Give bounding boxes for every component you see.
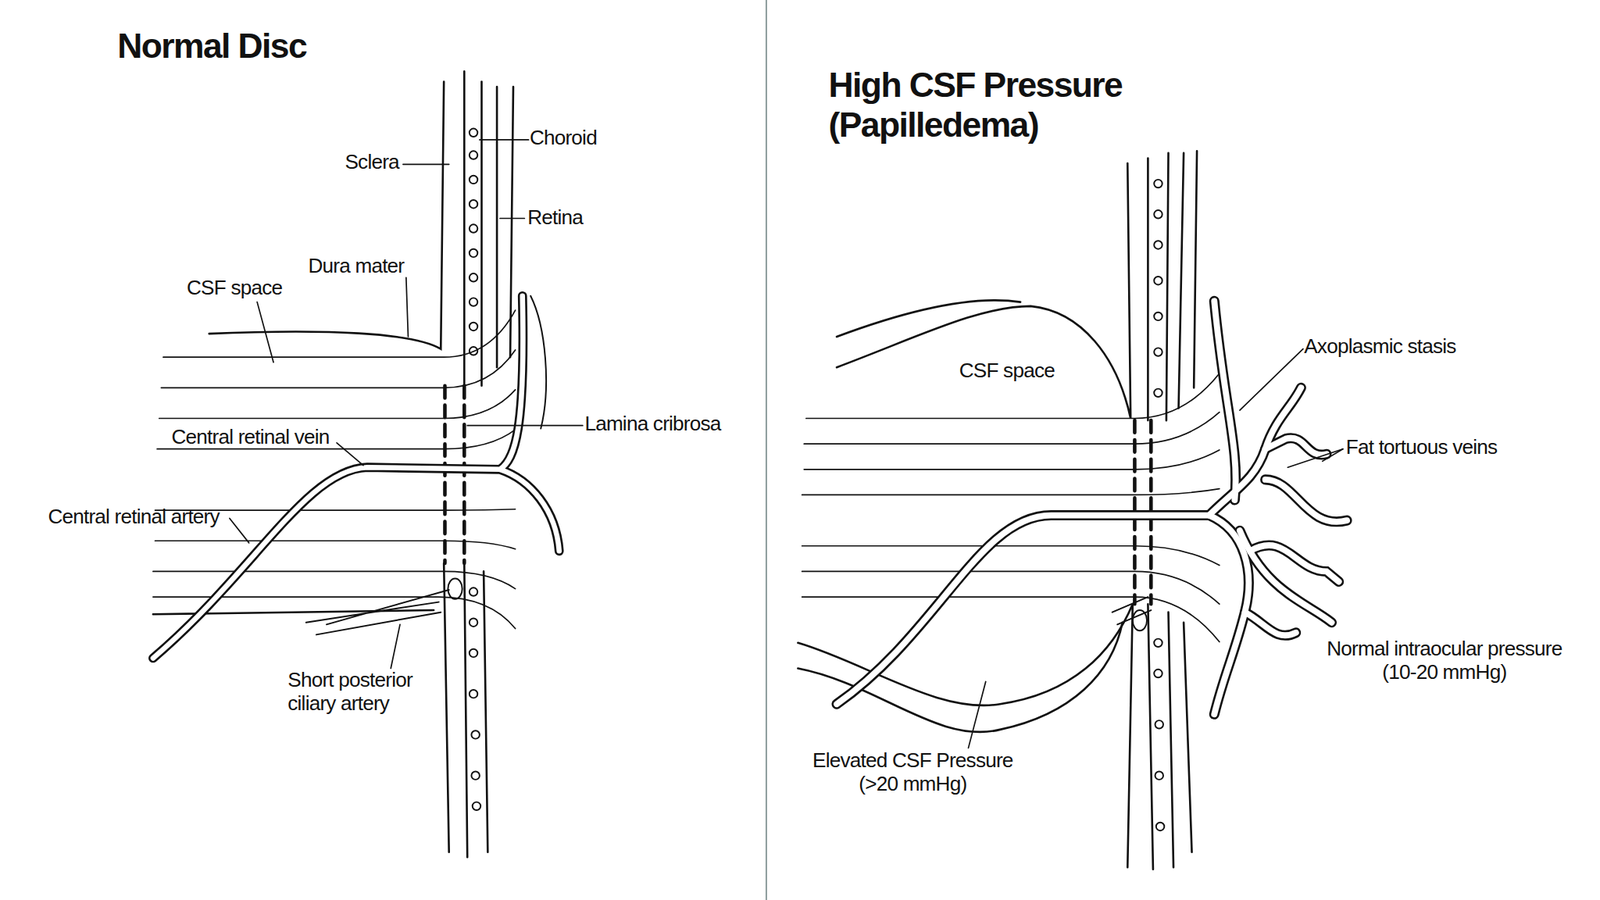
part-label: Lamina cribrosa — [584, 412, 748, 436]
sclera-inner-lower — [1147, 603, 1154, 870]
tortuous-vessels — [836, 300, 1347, 715]
sclera-inner — [463, 71, 466, 386]
part-label: Short posterior ciliary artery — [287, 668, 431, 716]
choroid-vessels — [1153, 179, 1165, 831]
sclera-inner-lower — [464, 563, 468, 858]
lamina-cribrosa — [444, 385, 465, 564]
part-label: Sclera — [344, 150, 426, 174]
central-vessels — [153, 296, 560, 659]
part-label: Retina — [527, 206, 620, 230]
part-label: Axoplasmic stasis — [1303, 334, 1478, 358]
retina-line — [1193, 150, 1197, 388]
panel-title: Normal Disc — [117, 26, 383, 67]
dura-bulging-lower — [797, 603, 1133, 868]
choroid-inner — [480, 81, 483, 386]
sclera-outer-lower — [443, 563, 450, 853]
part-label: Choroid — [529, 126, 633, 150]
dura-bulging-upper — [836, 163, 1131, 419]
dura-sclera-outer — [209, 81, 444, 349]
part-label: Dura mater — [307, 253, 441, 278]
part-label: Central retinal vein — [171, 425, 365, 450]
part-label: Normal intraocular pressure (10-20 mmHg) — [1314, 636, 1575, 684]
sclera-inner — [1146, 157, 1150, 421]
part-label: Central retinal artery — [47, 505, 252, 529]
nerve-fibers — [802, 373, 1220, 643]
choroid-inner — [1166, 153, 1169, 421]
panel-title: High CSF Pressure (Papilledema) — [828, 65, 1136, 146]
part-label: CSF space — [186, 276, 310, 300]
part-label: Elevated CSF Pressure (>20 mmHg) — [797, 749, 1028, 797]
choroid-inner-lower — [1168, 612, 1175, 868]
part-label: CSF space — [959, 359, 1083, 383]
retina-line — [496, 86, 499, 368]
choroid-inner-lower — [483, 571, 488, 852]
leader-lines — [968, 349, 1343, 749]
nerve-sheath-lower — [797, 622, 1122, 733]
dura-outer — [836, 300, 1021, 337]
retina-lower — [1183, 622, 1192, 853]
retina-line — [1178, 153, 1185, 409]
panel-divider — [765, 0, 768, 900]
part-label: Fat tortuous veins — [1346, 435, 1520, 460]
